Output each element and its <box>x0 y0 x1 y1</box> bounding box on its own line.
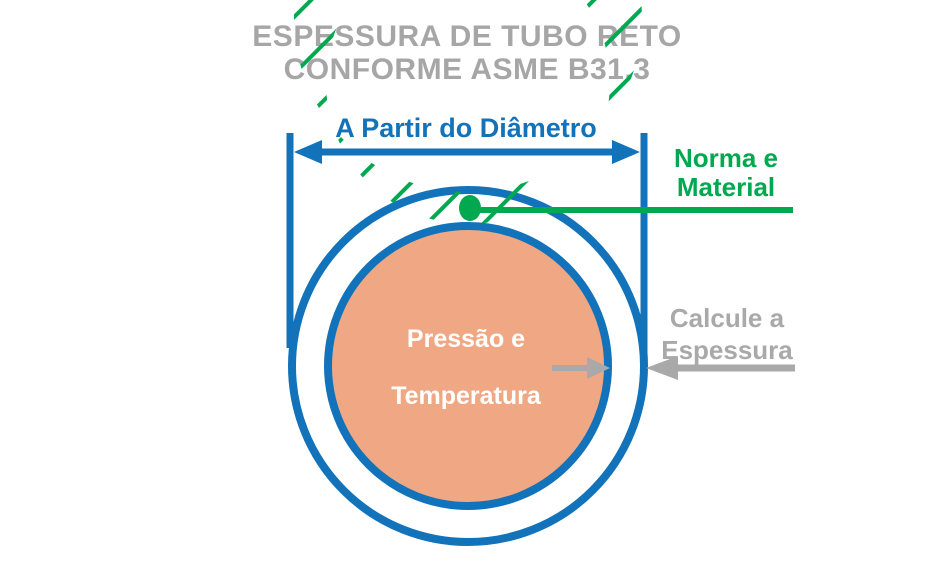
thickness-arrow-outer-icon <box>646 356 795 380</box>
diameter-label: A Partir do Diâmetro <box>335 113 597 143</box>
dimension-arrowhead-left-icon <box>294 140 322 164</box>
material-leader-dot-icon <box>459 195 481 221</box>
temperature-label: Temperatura <box>391 382 542 410</box>
thickness-arrow-inner-icon <box>552 357 610 379</box>
dimension-arrowhead-right-icon <box>612 140 640 164</box>
norm-material-label-line1: Norma e <box>674 143 778 173</box>
pressure-label: Pressão e <box>407 325 525 353</box>
pipe-bore <box>324 222 612 510</box>
pipe-wall-hatching <box>293 0 642 224</box>
thickness-label-line2: Espessura <box>661 335 793 365</box>
diameter-dimension-arrow-icon <box>294 140 640 164</box>
thickness-arrowhead-outer-icon <box>646 356 678 380</box>
page-title-line2: CONFORME ASME B31.3 <box>284 53 651 86</box>
thickness-label-line1: Calcule a <box>670 303 785 333</box>
norm-material-label-line2: Material <box>677 172 775 202</box>
thickness-arrowhead-inner-icon <box>587 357 610 379</box>
